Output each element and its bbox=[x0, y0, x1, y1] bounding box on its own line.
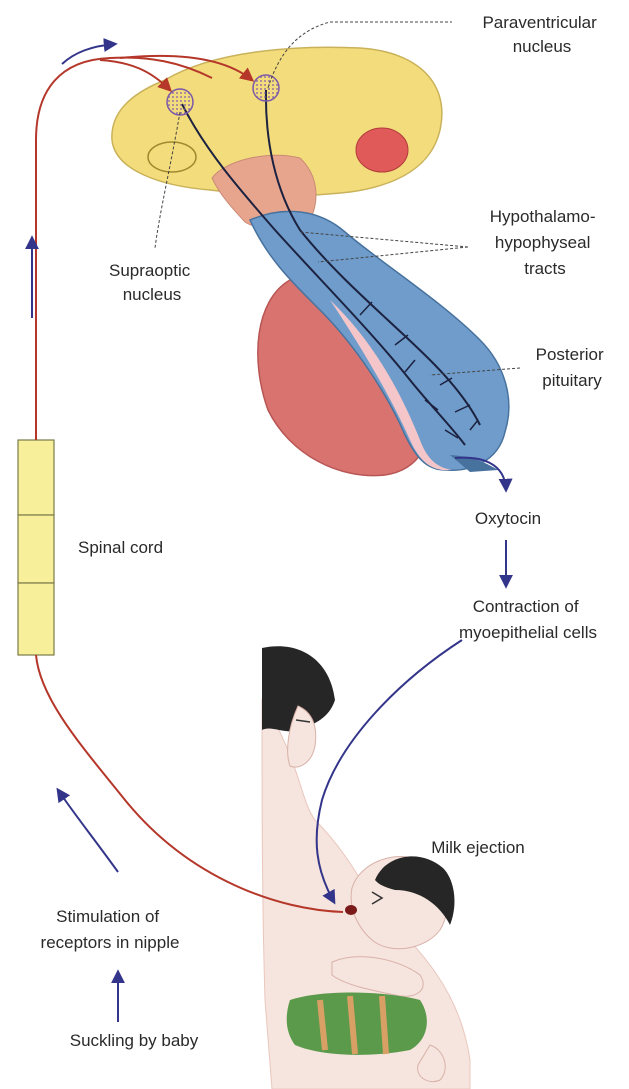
up-arrow-nerve bbox=[58, 790, 118, 872]
label-paraventricular-line2: nucleus bbox=[513, 37, 572, 56]
label-contraction-line2: myoepithelial cells bbox=[459, 623, 597, 642]
label-contraction-line1: Contraction of bbox=[473, 597, 579, 616]
label-stimulation-line2: receptors in nipple bbox=[41, 933, 180, 952]
label-posterior-line1: Posterior bbox=[536, 345, 604, 364]
mother-and-baby-illustration bbox=[262, 646, 470, 1089]
label-supraoptic: Supraoptic nucleus bbox=[109, 261, 195, 304]
label-tracts-line2: hypophyseal bbox=[495, 233, 590, 252]
label-stimulation-line1: Stimulation of bbox=[56, 907, 159, 926]
label-contraction: Contraction of myoepithelial cells bbox=[459, 597, 597, 642]
label-supraoptic-line1: Supraoptic bbox=[109, 261, 191, 280]
paraventricular-nucleus-cell bbox=[253, 75, 279, 101]
label-spinal-cord: Spinal cord bbox=[78, 538, 163, 557]
label-stimulation: Stimulation of receptors in nipple bbox=[41, 907, 180, 952]
label-milk-ejection: Milk ejection bbox=[431, 838, 525, 857]
label-oxytocin: Oxytocin bbox=[475, 509, 541, 528]
spinal-segment-1 bbox=[18, 440, 54, 515]
spinal-segment-2 bbox=[18, 515, 54, 583]
supraoptic-nucleus-cell bbox=[167, 89, 193, 115]
spinal-segment-3 bbox=[18, 583, 54, 655]
label-suckling: Suckling by baby bbox=[70, 1031, 199, 1050]
label-tracts-line1: Hypothalamo- bbox=[490, 207, 596, 226]
label-paraventricular-line1: Paraventricular bbox=[482, 13, 597, 32]
label-tracts-line3: tracts bbox=[524, 259, 566, 278]
baby-mouth bbox=[345, 905, 357, 915]
label-posterior-pituitary: Posterior pituitary bbox=[536, 345, 609, 390]
label-hypothalamo-hypophyseal: Hypothalamo- hypophyseal tracts bbox=[490, 207, 601, 278]
mammillary-body bbox=[356, 128, 408, 172]
spinal-cord bbox=[18, 440, 54, 655]
label-posterior-line2: pituitary bbox=[542, 371, 602, 390]
label-paraventricular: Paraventricular nucleus bbox=[482, 13, 601, 56]
label-supraoptic-line2: nucleus bbox=[123, 285, 182, 304]
